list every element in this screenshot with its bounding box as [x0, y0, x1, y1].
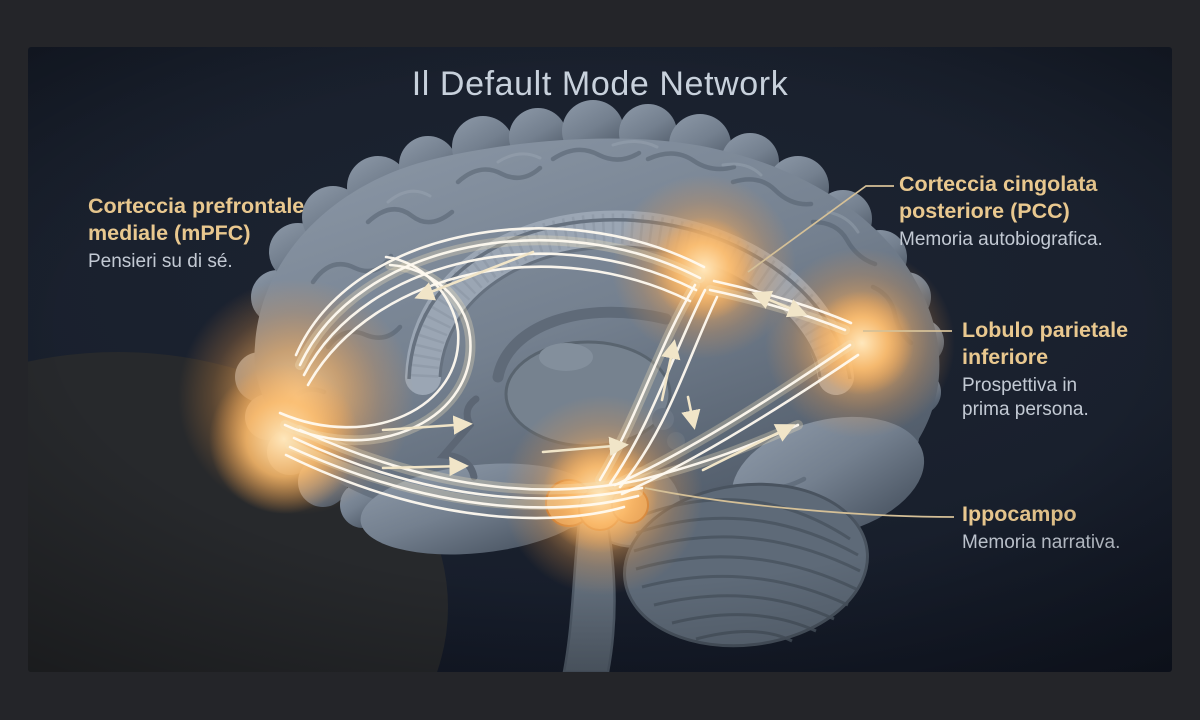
pcc-leader: [747, 185, 894, 273]
label-ipl-heading: Lobulo parietale inferiore: [962, 318, 1129, 370]
label-ipl: Lobulo parietale inferiore Prospettiva i…: [962, 317, 1142, 422]
label-pcc: Corteccia cingolata posteriore (PCC) Mem…: [899, 171, 1114, 252]
label-mpfc: Corteccia prefrontale mediale (mPFC) Pen…: [88, 193, 323, 274]
label-hippocampus-sub: Memoria narrativa.: [962, 532, 1121, 554]
flow-arrows: [381, 250, 808, 477]
brain-illustration: [28, 100, 955, 672]
hippocampus-leader: [644, 487, 955, 518]
illustration-canvas: Il Default Mode Network Corteccia prefro…: [28, 47, 1172, 672]
label-hippocampus: Ippocampo Memoria narrativa.: [962, 501, 1120, 555]
page-title: Il Default Mode Network: [411, 65, 789, 103]
label-ipl-sub: Prospettiva in prima persona.: [962, 375, 1089, 421]
label-pcc-sub: Memoria autobiografica.: [899, 229, 1103, 251]
label-mpfc-sub: Pensieri su di sé.: [88, 251, 233, 273]
label-hippocampus-heading: Ippocampo: [962, 502, 1077, 526]
label-pcc-heading: Corteccia cingolata posteriore (PCC): [899, 172, 1098, 224]
label-mpfc-heading: Corteccia prefrontale mediale (mPFC): [88, 194, 305, 246]
leader-lines: [644, 185, 955, 518]
